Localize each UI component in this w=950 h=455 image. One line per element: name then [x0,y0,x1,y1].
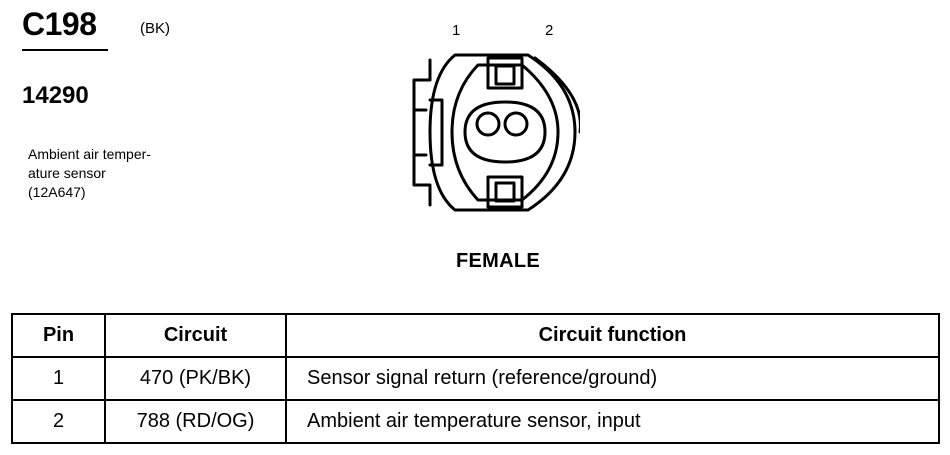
cell-function: Sensor signal return (reference/ground) [285,356,940,401]
header-circuit-function: Circuit function [285,313,940,358]
connector-id: C198 [22,6,97,42]
connector-terminal-boss [463,100,547,164]
connector-description: Ambient air temper- ature sensor (12A647… [28,145,151,202]
table-row: 2 788 (RD/OG) Ambient air temperature se… [11,399,940,444]
connector-face-diagram [412,53,580,212]
pin-cavity-2 [503,111,529,137]
connector-outer-shell [428,53,577,212]
table-header-row: Pin Circuit Circuit function [11,313,940,358]
header-circuit: Circuit [104,313,287,358]
table-row: 1 470 (PK/BK) Sensor signal return (refe… [11,356,940,401]
pin-table: Pin Circuit Circuit function 1 470 (PK/B… [11,313,940,444]
header-pin: Pin [11,313,106,358]
connector-gender-label: FEMALE [456,250,541,272]
part-number: 14290 [22,82,89,109]
connector-color-code: (BK) [140,20,170,37]
connector-top-key [486,56,524,90]
connector-left-inner-rib [428,98,444,167]
description-line-3: (12A647) [28,184,86,200]
cell-circuit: 788 (RD/OG) [104,399,287,444]
cell-circuit: 470 (PK/BK) [104,356,287,401]
connector-right-arc [533,56,580,134]
connector-left-latch [412,58,432,207]
cell-function: Ambient air temperature sensor, input [285,399,940,444]
connector-top-key-inner [494,64,516,86]
pin-cavity-1 [475,111,501,137]
cell-pin: 1 [11,356,106,401]
cell-pin: 2 [11,399,106,444]
pin-label-1: 1 [452,22,461,39]
connector-bottom-key-inner [494,181,516,203]
pin-label-2: 2 [545,22,554,39]
connector-id-underline [22,49,108,51]
description-line-1: Ambient air temper- [28,146,151,162]
connector-left-rib [412,108,428,157]
connector-bottom-key [486,175,524,209]
description-line-2: ature sensor [28,165,106,181]
